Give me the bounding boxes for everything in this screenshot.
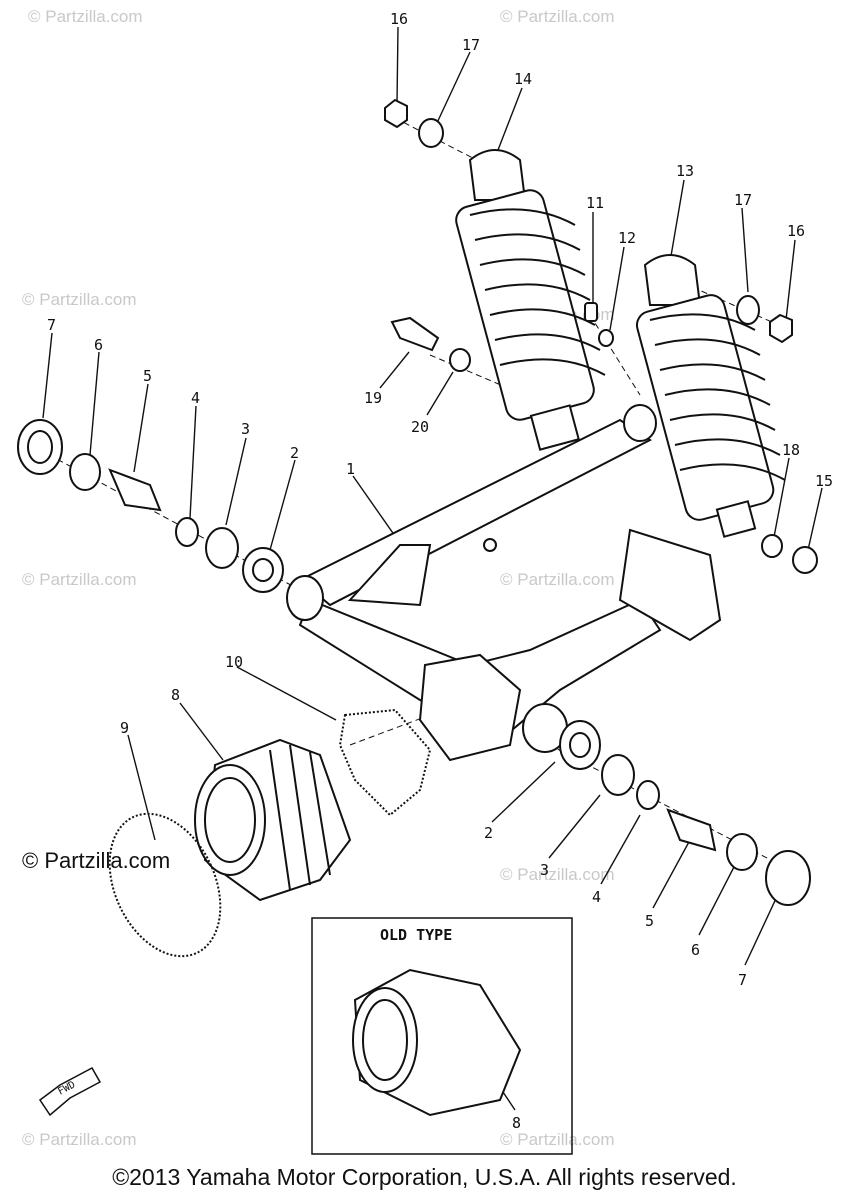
callout-17: 17 [462, 36, 480, 54]
copyright-notice: ©2013 Yamaha Motor Corporation, U.S.A. A… [112, 1164, 737, 1190]
callout-3: 3 [540, 861, 549, 879]
callout-7: 7 [47, 316, 56, 334]
watermark: © Partzilla.com [500, 7, 615, 26]
callout-18: 18 [782, 441, 800, 459]
callout-4: 4 [191, 389, 200, 407]
watermark-main: © Partzilla.com [22, 848, 170, 873]
callout-16: 16 [787, 222, 805, 240]
watermark: © Partzilla.com [500, 570, 615, 589]
o-ring-9 [108, 812, 222, 958]
callout-12: 12 [618, 229, 636, 247]
shock-absorber-13 [635, 254, 786, 538]
callout-8: 8 [512, 1114, 521, 1132]
callout-labels: 16 17 14 13 11 12 17 16 7 6 5 4 3 2 19 2… [47, 10, 833, 1132]
callout-6: 6 [691, 941, 700, 959]
callout-15: 15 [815, 472, 833, 490]
callout-5: 5 [143, 367, 152, 385]
rubber-boot-8 [194, 738, 352, 902]
fwd-arrow-icon: FWD [38, 1066, 102, 1117]
callout-16: 16 [390, 10, 408, 28]
callout-20: 20 [411, 418, 429, 436]
callout-5: 5 [645, 912, 654, 930]
callout-17: 17 [734, 191, 752, 209]
callout-2: 2 [290, 444, 299, 462]
watermark: © Partzilla.com [28, 7, 143, 26]
gasket-10 [338, 708, 432, 817]
callout-10: 10 [225, 653, 243, 671]
callout-14: 14 [514, 70, 532, 88]
callout-13: 13 [676, 162, 694, 180]
callout-4: 4 [592, 888, 601, 906]
old-type-inset: OLD TYPE [311, 917, 573, 1155]
callout-7: 7 [738, 971, 747, 989]
callout-9: 9 [120, 719, 129, 737]
callout-3: 3 [241, 420, 250, 438]
watermark: © Partzilla.com [22, 1130, 137, 1149]
callout-6: 6 [94, 336, 103, 354]
callout-8: 8 [171, 686, 180, 704]
hardware-parts [17, 98, 818, 906]
callout-11: 11 [586, 194, 604, 212]
swing-arm [286, 404, 722, 762]
watermark: © Partzilla.com [500, 865, 615, 884]
callout-2: 2 [484, 824, 493, 842]
inset-title: OLD TYPE [380, 926, 452, 944]
watermark: © Partzilla.com [22, 290, 137, 309]
shock-absorber-14 [455, 149, 606, 451]
watermark: © Partzilla.com [500, 1130, 615, 1149]
callout-19: 19 [364, 389, 382, 407]
callout-1: 1 [346, 460, 355, 478]
watermark: © Partzilla.com [22, 570, 137, 589]
